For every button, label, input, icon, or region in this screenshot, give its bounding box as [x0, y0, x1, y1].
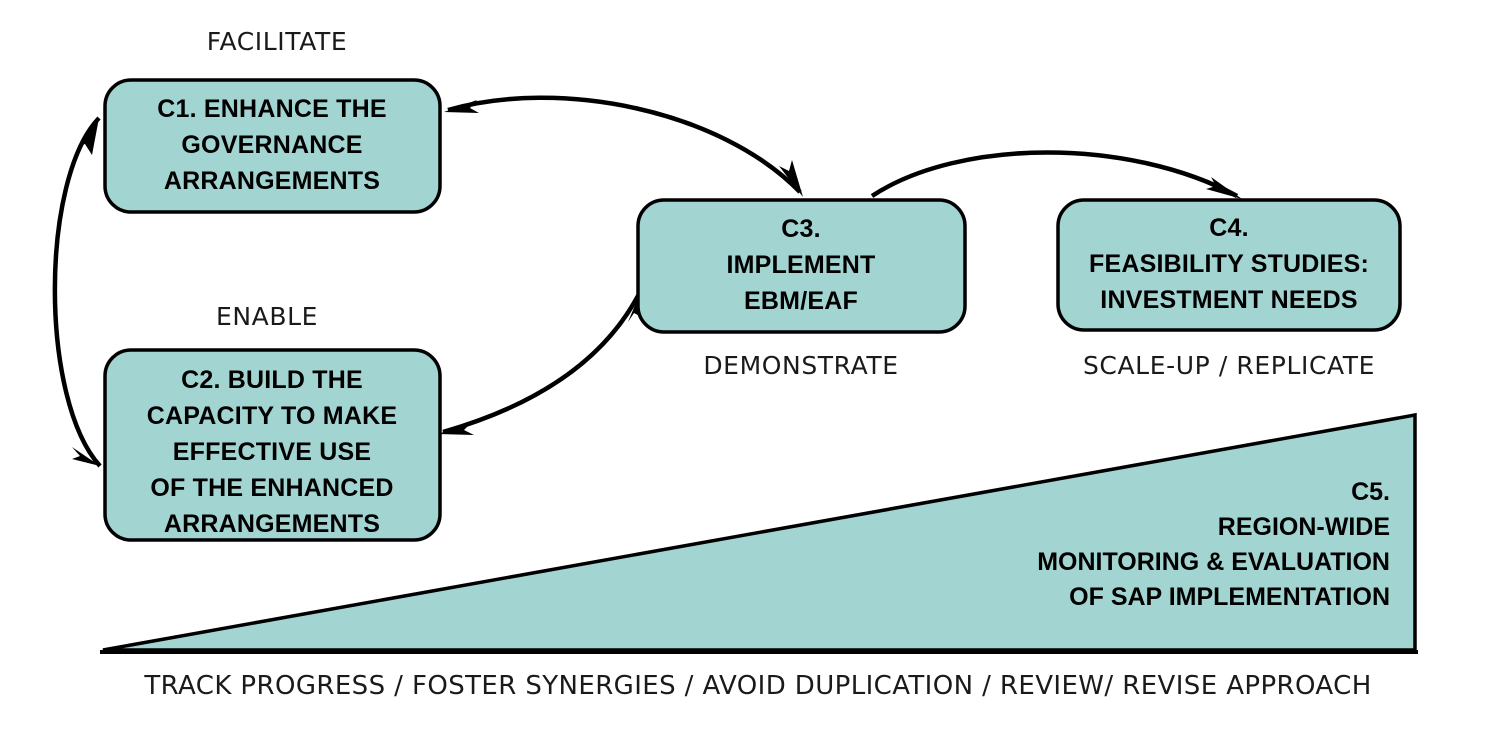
c3-box-shape [636, 198, 967, 334]
c1-box-shape [103, 78, 442, 214]
connector-c1-c3-path [447, 95, 802, 194]
c1-line-1: C1. ENHANCE THE [157, 95, 386, 123]
stage-label-enable: ENABLE [216, 302, 318, 331]
connector-c2-c3[interactable] [438, 286, 643, 435]
box-c3[interactable]: C3. IMPLEMENT EBM/EAF [636, 198, 967, 334]
bottom-caption: TRACK PROGRESS / FOSTER SYNERGIES / AVOI… [143, 671, 1371, 701]
stage-label-scale-up-replicate: SCALE-UP / REPLICATE [1083, 351, 1375, 380]
box-c1[interactable]: C1. ENHANCE THE GOVERNANCE ARRANGEMENTS [103, 78, 442, 214]
connector-c1-c2-arrowhead-top [78, 118, 99, 155]
connector-c1-c2-path [52, 116, 102, 468]
c1-line-2: GOVERNANCE [181, 131, 362, 159]
triangle-c5[interactable]: C5. REGION-WIDE MONITORING & EVALUATION … [100, 412, 1418, 654]
c5-line-2: REGION-WIDE [1218, 513, 1390, 541]
c3-line-1: C3. [781, 215, 821, 243]
c4-box-shape [1056, 198, 1402, 332]
connector-c2-c3-path [442, 290, 643, 435]
connector-c1-c3-arrowhead-left [444, 100, 479, 113]
c4-line-2: FEASIBILITY STUDIES: [1089, 250, 1369, 278]
c2-line-1: C2. BUILD THE [181, 366, 363, 394]
connector-c3-c4-arrowhead [1206, 177, 1242, 199]
c1-line-3: ARRANGEMENTS [164, 167, 380, 195]
c3-line-3: EBM/EAF [744, 287, 858, 315]
stage-label-demonstrate: DEMONSTRATE [703, 351, 898, 380]
c2-line-2: CAPACITY TO MAKE [147, 402, 397, 430]
connector-c1-c2[interactable] [52, 116, 102, 468]
c5-line-3: MONITORING & EVALUATION [1037, 548, 1390, 576]
connector-c1-c3[interactable] [444, 95, 803, 197]
connector-c1-c2-arrowhead-bottom [72, 447, 100, 466]
connector-c3-c4-path [870, 150, 1239, 198]
c2-line-3: EFFECTIVE USE [173, 438, 371, 466]
box-c2[interactable]: C2. BUILD THE CAPACITY TO MAKE EFFECTIVE… [103, 348, 442, 542]
c5-line-1: C5. [1351, 478, 1390, 506]
connector-c2-c3-arrowhead-lower [438, 422, 474, 435]
c2-line-4: OF THE ENHANCED [150, 474, 393, 502]
stage-label-facilitate: FACILITATE [207, 27, 347, 56]
c2-line-5: ARRANGEMENTS [164, 510, 380, 538]
c2-box-shape [103, 348, 442, 542]
c4-line-3: INVESTMENT NEEDS [1100, 286, 1357, 314]
box-c4[interactable]: C4. FEASIBILITY STUDIES: INVESTMENT NEED… [1056, 198, 1402, 332]
c3-line-2: IMPLEMENT [726, 251, 875, 279]
connector-c1-c3-arrowhead-right [779, 160, 803, 197]
connector-c3-c4[interactable] [870, 150, 1242, 200]
c5-line-4: OF SAP IMPLEMENTATION [1069, 583, 1390, 611]
c4-line-1: C4. [1209, 214, 1249, 242]
